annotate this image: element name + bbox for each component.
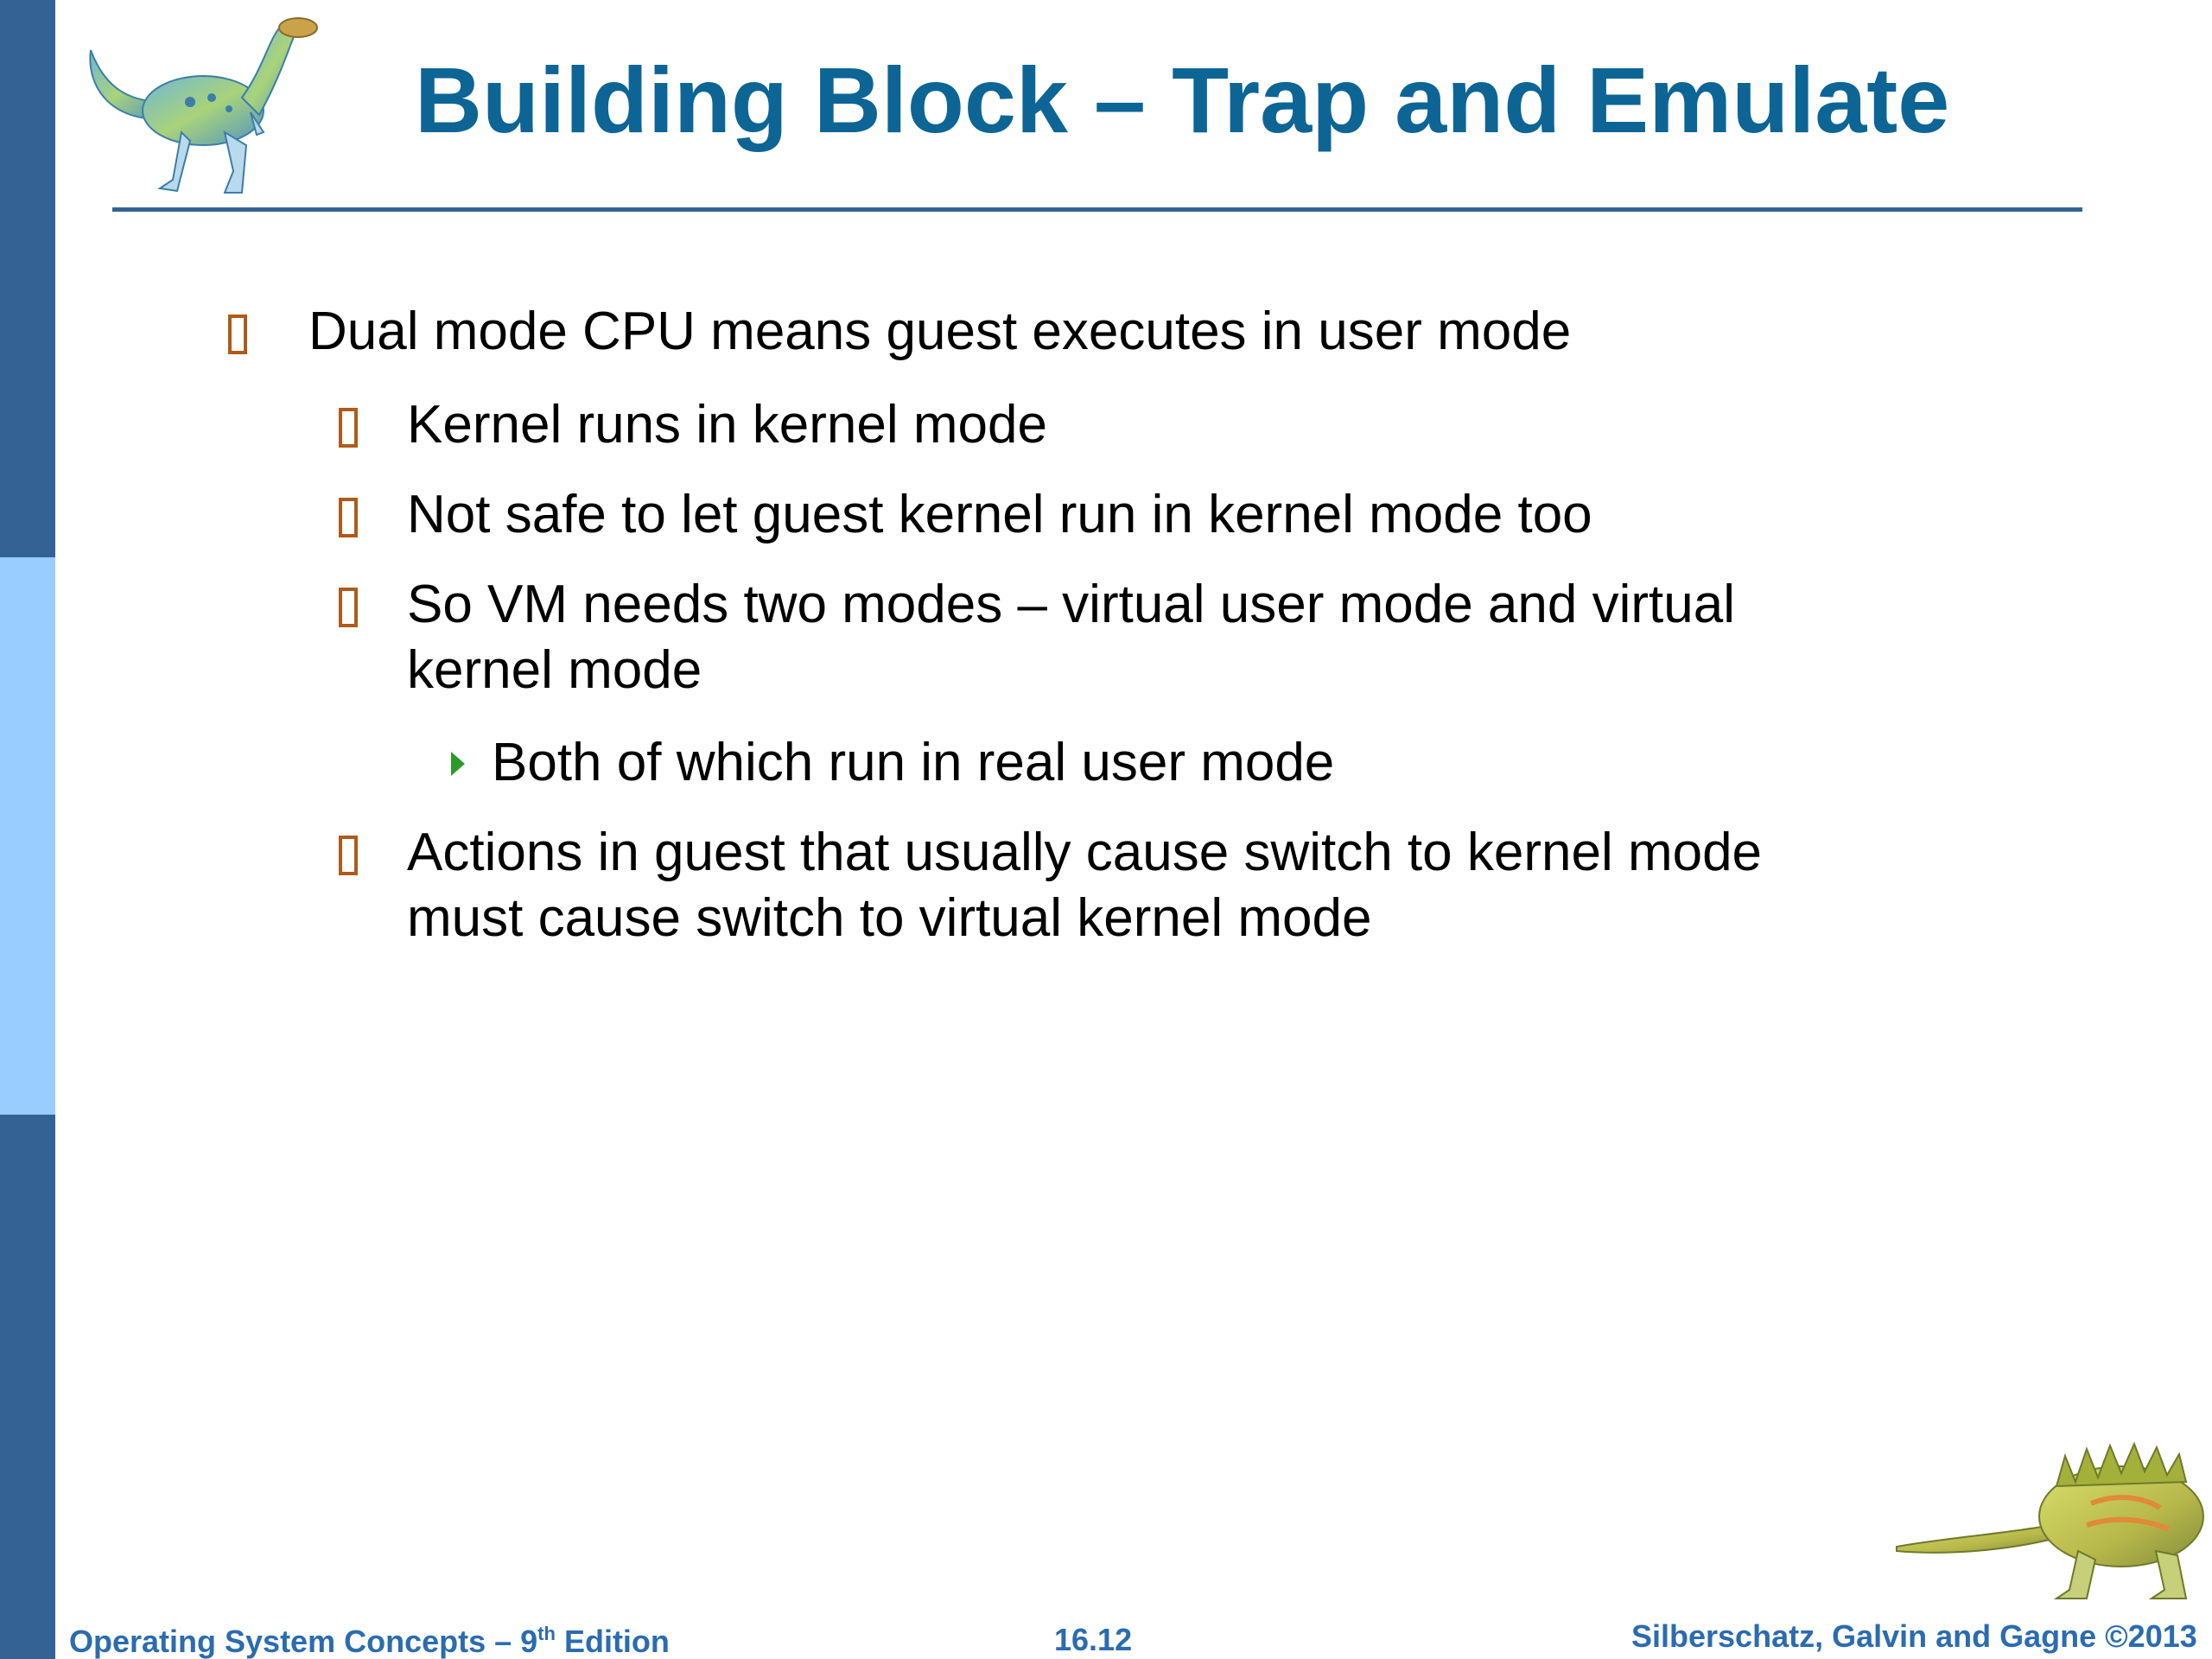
sidebar-dark-bottom [0,1115,55,1659]
title-divider [112,207,2082,212]
footer-book-title-prefix: Operating System Concepts – 9 [69,1624,538,1659]
bullet-square-icon [339,836,358,875]
bullet-level2-text-continued: kernel mode [407,640,702,700]
footer-page-number: 16.12 [1054,1622,1133,1657]
bullet-square-icon [339,498,358,537]
bullet-level2-text-continued: must cause switch to virtual kernel mode [407,888,1372,948]
slide-title: Building Block – Trap and Emulate [415,48,1950,152]
footer-book-title: Operating System Concepts – 9th Edition [69,1624,670,1657]
sidebar-light-middle [0,557,55,1115]
bullet-level2-text: Kernel runs in kernel mode [407,395,1047,454]
bullet-triangle-icon [451,752,465,776]
bullet-square-icon [339,408,358,448]
bullet-level1-text: Dual mode CPU means guest executes in us… [308,302,1572,361]
bullet-level2-text: Not safe to let guest kernel run in kern… [407,485,1592,544]
bullet-level2-text: Actions in guest that usually cause swit… [407,823,1763,882]
bullet-square-icon [228,315,247,354]
dinosaur-icon [89,17,318,194]
bullet-level3-text: Both of which run in real user mode [492,733,1335,792]
footer-copyright: Silberschatz, Galvin and Gagne ©2013 [1631,1618,2197,1654]
footer-book-title-suffix: Edition [555,1624,670,1659]
bullet-square-icon [339,588,358,627]
sidebar-dark-top [0,0,55,557]
footer-book-title-superscript: th [537,1623,556,1644]
bullet-level2-text: So VM needs two modes – virtual user mod… [407,575,1735,634]
dinosaur-icon [1896,1441,2204,1599]
